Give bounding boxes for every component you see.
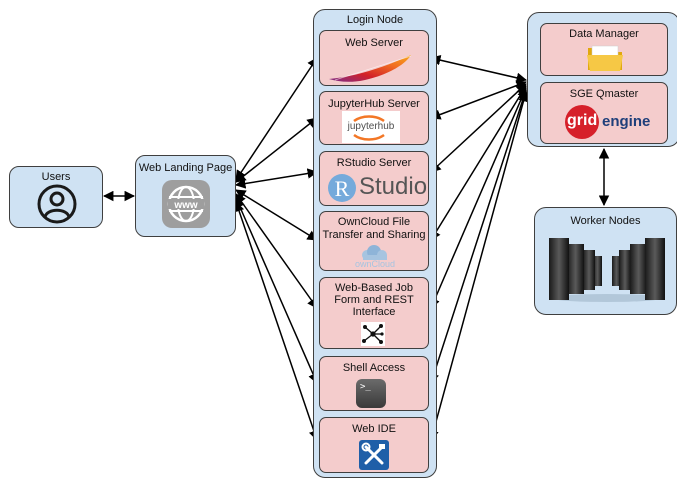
jupyterhub-logo-icon: jupyterhub — [342, 111, 400, 143]
job-form-label-line3: Interface — [352, 306, 396, 318]
owncloud-label-line1: OwnCloud File — [337, 216, 411, 228]
service-web-server: Web Server — [319, 30, 429, 86]
owncloud-logo-icon: ownCloud — [345, 244, 405, 270]
arrow-landing-web-server — [235, 57, 318, 181]
arrow-landing-jupyterhub — [235, 117, 318, 183]
terminal-icon: >_ — [356, 379, 386, 408]
users-box: Users — [9, 166, 103, 228]
service-sge-qmaster: SGE Qmaster grid engine — [540, 82, 668, 144]
service-web-ide: Web IDE — [319, 417, 429, 473]
rstudio-r-badge — [328, 174, 356, 202]
gridengine-red-disc — [565, 105, 599, 139]
tools-icon — [359, 440, 389, 470]
login-node-title: Login Node — [346, 14, 404, 26]
jupyterhub-logo-text: jupyterhub — [347, 121, 395, 132]
service-job-form: Web-Based Job Form and REST Interface — [319, 277, 429, 349]
user-circle-icon — [37, 184, 77, 224]
service-data-manager: Data Manager — [540, 23, 668, 76]
arrow-jupyterhub-cluster — [430, 80, 527, 120]
server-racks-icon — [549, 238, 665, 302]
rstudio-label: RStudio Server — [336, 157, 412, 169]
web-ide-label: Web IDE — [352, 423, 396, 435]
web-server-label: Web Server — [345, 37, 403, 49]
gridengine-engine-text: engine — [602, 113, 651, 130]
job-form-label-line2: Form and REST — [334, 294, 414, 306]
arrow-jobform-cluster — [429, 87, 528, 309]
rstudio-r-letter: R — [334, 176, 350, 201]
owncloud-logo-text: ownCloud — [354, 259, 396, 269]
arrow-landing-webide — [234, 201, 319, 441]
owncloud-label-line2: Transfer and Sharing — [322, 229, 426, 241]
worker-nodes-label: Worker Nodes — [570, 215, 641, 227]
users-label: Users — [41, 171, 71, 183]
arrow-shell-cluster — [428, 89, 529, 384]
job-form-label-line1: Web-Based Job — [334, 282, 414, 294]
network-graph-icon — [361, 322, 385, 346]
rstudio-logo-icon: R Studio — [326, 173, 428, 205]
service-jupyterhub: JupyterHub Server jupyterhub — [319, 91, 429, 145]
arrow-webserver-cluster — [429, 55, 528, 83]
service-owncloud: OwnCloud File Transfer and Sharing ownCl… — [319, 211, 429, 271]
apache-feather-icon — [329, 55, 412, 82]
landing-page-label: Web Landing Page — [138, 162, 233, 174]
jupyterhub-label: JupyterHub Server — [328, 98, 420, 110]
www-globe-icon: www — [162, 180, 210, 228]
shell-access-label: Shell Access — [342, 362, 406, 374]
sge-qmaster-label: SGE Qmaster — [569, 88, 639, 100]
landing-page-box: Web Landing Page www — [135, 155, 236, 237]
folder-icon — [587, 45, 623, 71]
rstudio-logo-text: Studio — [359, 173, 428, 200]
arrow-owncloud-cluster — [430, 85, 527, 241]
service-rstudio: RStudio Server R Studio — [319, 151, 429, 206]
data-manager-label: Data Manager — [569, 28, 639, 40]
terminal-prompt-text: >_ — [360, 382, 371, 392]
arrow-landing-rstudio — [234, 168, 319, 189]
arrow-webide-cluster — [428, 90, 529, 442]
gridengine-logo-icon: grid engine — [565, 105, 651, 139]
arrow-rstudio-cluster — [430, 83, 527, 173]
arrow-landing-owncloud — [235, 189, 318, 241]
svg-text:www: www — [173, 200, 198, 211]
worker-nodes-box: Worker Nodes — [534, 207, 677, 315]
service-shell-access: Shell Access >_ — [319, 356, 429, 411]
gridengine-grid-text: grid — [567, 112, 598, 129]
